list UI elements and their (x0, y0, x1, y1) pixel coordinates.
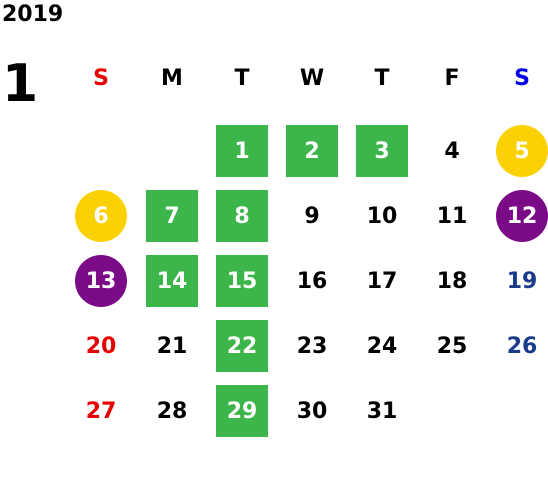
day-cell-7[interactable]: 7 (146, 190, 198, 242)
weekday-saturday: S (514, 66, 530, 91)
weekday-thursday: T (374, 66, 390, 91)
day-cell-15[interactable]: 15 (216, 255, 268, 307)
day-cell-21[interactable]: 21 (156, 333, 188, 359)
day-cell-6[interactable]: 6 (75, 190, 127, 242)
day-cell-4[interactable]: 4 (444, 138, 460, 164)
day-cell-22[interactable]: 22 (216, 320, 268, 372)
weekday-monday: M (161, 66, 183, 91)
day-cell-2[interactable]: 2 (286, 125, 338, 177)
day-cell-23[interactable]: 23 (296, 333, 328, 359)
weekday-sunday: S (93, 66, 109, 91)
day-cell-13[interactable]: 13 (75, 255, 127, 307)
day-cell-29[interactable]: 29 (216, 385, 268, 437)
day-cell-10[interactable]: 10 (366, 203, 398, 229)
day-cell-12[interactable]: 12 (496, 190, 548, 242)
day-cell-16[interactable]: 16 (296, 268, 328, 294)
day-cell-1[interactable]: 1 (216, 125, 268, 177)
day-cell-8[interactable]: 8 (216, 190, 268, 242)
day-cell-17[interactable]: 17 (366, 268, 398, 294)
day-cell-28[interactable]: 28 (156, 398, 188, 424)
day-cell-19[interactable]: 19 (506, 268, 538, 294)
day-cell-27[interactable]: 27 (85, 398, 117, 424)
day-cell-9[interactable]: 9 (304, 203, 320, 229)
weekday-wednesday: W (299, 66, 325, 91)
day-cell-25[interactable]: 25 (436, 333, 468, 359)
day-cell-3[interactable]: 3 (356, 125, 408, 177)
day-cell-30[interactable]: 30 (296, 398, 328, 424)
day-cell-14[interactable]: 14 (146, 255, 198, 307)
day-cell-18[interactable]: 18 (436, 268, 468, 294)
calendar-year: 2019 (2, 2, 64, 27)
day-cell-5[interactable]: 5 (496, 125, 548, 177)
weekday-tuesday: T (234, 66, 250, 91)
calendar-month: 1 (2, 54, 39, 114)
weekday-friday: F (444, 66, 460, 91)
day-cell-31[interactable]: 31 (366, 398, 398, 424)
day-cell-26[interactable]: 26 (506, 333, 538, 359)
day-cell-24[interactable]: 24 (366, 333, 398, 359)
day-cell-11[interactable]: 11 (436, 203, 468, 229)
day-cell-20[interactable]: 20 (85, 333, 117, 359)
